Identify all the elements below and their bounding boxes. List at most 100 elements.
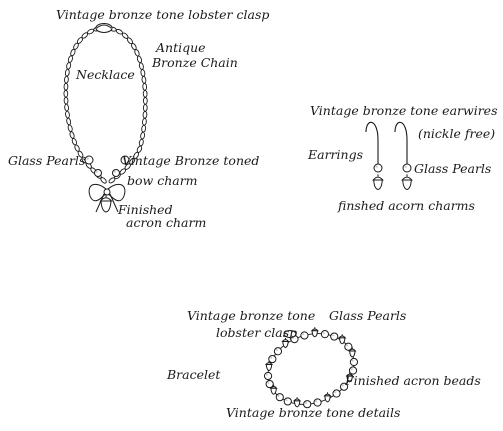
bracelet-pearl-shine bbox=[275, 348, 278, 352]
necklace-chain-link bbox=[63, 96, 69, 105]
necklace-chain-link bbox=[141, 124, 147, 133]
bracelet-pearl-shine bbox=[277, 394, 280, 397]
bracelet-pearl-shine bbox=[285, 399, 288, 402]
necklace-bow-tails bbox=[95, 193, 119, 213]
bracelet-pearl bbox=[344, 342, 353, 351]
necklace-chain-link bbox=[71, 137, 77, 146]
necklace-chain-link bbox=[64, 68, 70, 77]
bracelet-pearl-shine bbox=[302, 333, 305, 336]
earrings-charms-label: finshed acorn charms bbox=[338, 198, 475, 213]
bracelet-clasp-label-line2: lobster clasp bbox=[216, 325, 298, 340]
bracelet-pearl-shine bbox=[341, 384, 344, 387]
necklace-chain-link bbox=[67, 124, 73, 133]
necklace-chain-link bbox=[142, 89, 148, 98]
bracelet-acorn-bead-nut bbox=[338, 337, 346, 345]
bracelet-acorn-bead-nut bbox=[270, 387, 277, 395]
bracelet-acorn-bead-nut bbox=[324, 395, 331, 403]
necklace-pearl-shine bbox=[95, 170, 98, 173]
earring-2-pearl-shine bbox=[404, 165, 407, 168]
bracelet-pearl bbox=[283, 397, 292, 406]
bracelet-pearl bbox=[349, 357, 359, 367]
necklace-chain-link bbox=[108, 177, 116, 184]
bracelet-acorn-bead-nut bbox=[293, 400, 301, 408]
bracelet-drawing bbox=[263, 327, 359, 409]
bracelet-acorn-bead-nut bbox=[282, 340, 289, 348]
bracelet-pearl bbox=[265, 379, 274, 389]
necklace-chain-link bbox=[100, 177, 107, 184]
earring-2-acorn-nut bbox=[402, 179, 412, 191]
bracelet-pearl-shine bbox=[267, 381, 270, 384]
earrings-earwires-label: Vintage bronze tone earwires bbox=[310, 103, 498, 118]
necklace-name-label: Necklace bbox=[76, 67, 135, 82]
necklace-chain-link bbox=[63, 82, 69, 91]
necklace-chain-link bbox=[64, 103, 69, 112]
necklace-chain-link bbox=[142, 103, 148, 112]
earring-2-earwire bbox=[394, 121, 408, 164]
necklace-chain-link bbox=[134, 49, 140, 57]
earring-1-earwire bbox=[365, 121, 379, 164]
necklace-bow-knot bbox=[103, 188, 111, 196]
bracelet-pearl-shine bbox=[334, 391, 337, 394]
bracelet-pearl-shine bbox=[350, 368, 353, 371]
necklace-chain-link bbox=[141, 76, 147, 84]
bracelet-details-label: Vintage bronze tone details bbox=[226, 405, 401, 420]
necklace-chain-link bbox=[66, 62, 72, 70]
bracelet-pearl-shine bbox=[322, 331, 325, 334]
necklace-acorn-charm-nut bbox=[100, 200, 112, 213]
necklace-pearl-shine bbox=[86, 157, 89, 160]
necklace-chain-link bbox=[69, 131, 75, 139]
earrings-drawing bbox=[365, 121, 413, 191]
necklace-bow-label-line1: Vintage Bronze toned bbox=[122, 153, 260, 168]
bracelet-pearl-shine bbox=[265, 373, 268, 376]
necklace-pearl-shine bbox=[113, 170, 116, 173]
necklace-chain-link bbox=[142, 82, 148, 91]
necklace-bow-label-line2: bow charm bbox=[127, 173, 198, 188]
bracelet-pearl-shine bbox=[331, 334, 335, 337]
necklace-chain-link bbox=[136, 55, 142, 64]
bracelet-acorn-bead-nut bbox=[265, 363, 273, 371]
bracelet-pearl-shine bbox=[304, 401, 308, 405]
bracelet-pearl bbox=[268, 354, 277, 364]
necklace-chain-link bbox=[64, 75, 69, 84]
earrings-name-label: Earrings bbox=[308, 147, 363, 162]
bracelet-beads-label: Finished acron beads bbox=[345, 373, 481, 388]
bracelet-pearls-label: Glass Pearls bbox=[329, 308, 407, 323]
necklace-chain-link bbox=[138, 138, 144, 147]
necklace-chain-label-line2: Bronze Chain bbox=[152, 55, 238, 70]
bracelet-pearl-shine bbox=[351, 359, 354, 362]
necklace-chain-link bbox=[67, 55, 73, 63]
necklace-acorn-label-line2: acron charm bbox=[126, 215, 207, 230]
necklace-chain-link bbox=[65, 110, 70, 119]
bracelet-pearl bbox=[275, 393, 284, 402]
earring-1-acorn-nut bbox=[373, 179, 383, 191]
necklace-pearl bbox=[112, 169, 120, 177]
bracelet-acorn-bead-nut bbox=[346, 375, 353, 383]
bracelet-name-label: Bracelet bbox=[167, 367, 221, 382]
necklace-acorn-label-line1: Finished bbox=[118, 202, 173, 217]
necklace-chain-link bbox=[63, 89, 69, 98]
necklace-chain-link bbox=[140, 131, 146, 140]
earring-1-pearl bbox=[373, 163, 383, 173]
earring-1-pearl-shine bbox=[375, 165, 378, 168]
bracelet-acorn-bead-nut bbox=[349, 350, 356, 358]
bracelet-pearl bbox=[332, 389, 341, 398]
earrings-nickle-free-label: (nickle free) bbox=[418, 126, 496, 141]
necklace-chain-link bbox=[142, 96, 148, 105]
necklace-pearl bbox=[94, 169, 102, 177]
necklace-acorn-charm-cap bbox=[99, 197, 113, 202]
necklace-chain-link bbox=[140, 69, 146, 77]
necklace-chain-label-line1: Antique bbox=[156, 40, 206, 55]
necklace-pearl-shine bbox=[122, 157, 125, 160]
bracelet-pearl-shine bbox=[346, 344, 349, 347]
bracelet-pearl-shine bbox=[315, 400, 318, 403]
necklace-drawing bbox=[63, 22, 148, 213]
necklace-clasp-label: Vintage bronze tone lobster clasp bbox=[56, 7, 270, 22]
bracelet-pearl bbox=[273, 347, 283, 356]
necklace-chain-link bbox=[66, 117, 72, 126]
necklace-pearl bbox=[84, 155, 94, 165]
bracelet-clasp-label-line1: Vintage bronze tone bbox=[187, 308, 316, 323]
bracelet-pearl bbox=[263, 371, 273, 381]
necklace-chain-link bbox=[70, 48, 76, 57]
